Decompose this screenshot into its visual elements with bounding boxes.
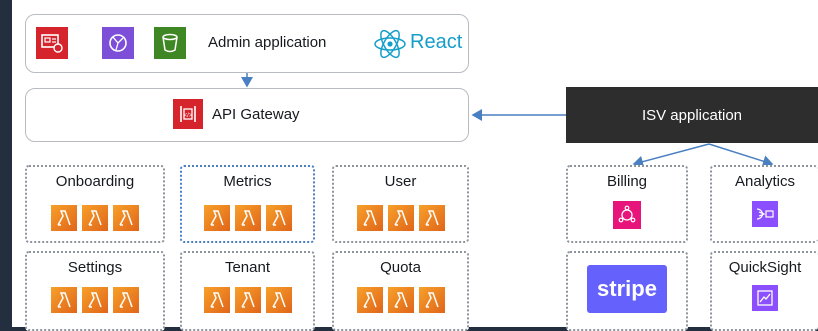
billing-module: Billing bbox=[566, 165, 688, 243]
lambda-icon bbox=[82, 287, 108, 313]
kinesis-icon bbox=[752, 201, 778, 227]
lambda-icon bbox=[51, 287, 77, 313]
isv-to-billing-arrow bbox=[632, 143, 710, 168]
admin-application-title: Admin application bbox=[208, 34, 327, 51]
isv-to-analytics-arrow bbox=[708, 143, 774, 167]
eventbridge-icon bbox=[613, 201, 641, 229]
stripe-label: stripe bbox=[597, 276, 657, 301]
bucket-icon bbox=[154, 27, 186, 59]
globe-icon bbox=[102, 27, 134, 59]
onboarding-module: Onboarding bbox=[25, 165, 165, 243]
onboarding-label: Onboarding bbox=[55, 173, 135, 190]
quicksight-label: QuickSight bbox=[728, 259, 802, 276]
svg-text:</>: </> bbox=[184, 113, 193, 119]
quicksight-icon bbox=[752, 285, 778, 311]
user-label: User bbox=[384, 173, 417, 190]
quicksight-module: QuickSight bbox=[710, 251, 818, 331]
lambda-icon bbox=[265, 205, 292, 231]
architecture-diagram: Admin application React </> API Gateway … bbox=[12, 0, 818, 331]
lambda-icon bbox=[387, 205, 414, 231]
lambda-icon bbox=[203, 205, 230, 231]
lambda-icon bbox=[82, 205, 108, 231]
lambda-icon bbox=[234, 205, 261, 231]
billing-label: Billing bbox=[606, 173, 648, 190]
lambda-icon bbox=[203, 287, 230, 313]
user-module: User bbox=[332, 165, 469, 243]
analytics-module: Analytics bbox=[710, 165, 818, 243]
metrics-label: Metrics bbox=[223, 173, 272, 190]
settings-label: Settings bbox=[67, 259, 123, 276]
stripe-module: stripe bbox=[566, 251, 688, 331]
admin-application-box: Admin application React bbox=[25, 14, 469, 73]
lambda-icon bbox=[113, 287, 139, 313]
lambda-icon bbox=[51, 205, 77, 231]
lambda-icon bbox=[418, 205, 445, 231]
stripe-logo: stripe bbox=[587, 265, 667, 313]
connectors bbox=[241, 73, 774, 168]
isv-application-box: ISV application bbox=[566, 87, 818, 143]
analytics-label: Analytics bbox=[734, 173, 796, 190]
isv-application-title: ISV application bbox=[641, 106, 743, 124]
tenant-module: Tenant bbox=[180, 251, 315, 331]
lambda-icon bbox=[387, 287, 414, 313]
quota-module: Quota bbox=[332, 251, 469, 331]
tenant-label: Tenant bbox=[224, 259, 271, 276]
lambda-icon bbox=[356, 287, 383, 313]
settings-module: Settings bbox=[25, 251, 165, 331]
lambda-icon bbox=[265, 287, 292, 313]
metrics-module: Metrics bbox=[180, 165, 315, 243]
lambda-icon bbox=[418, 287, 445, 313]
lambda-icon bbox=[356, 205, 383, 231]
quota-label: Quota bbox=[380, 259, 421, 276]
lambda-icon bbox=[234, 287, 261, 313]
react-icon bbox=[373, 28, 407, 60]
api-gateway-box: </> API Gateway bbox=[25, 88, 469, 142]
react-label: React bbox=[410, 31, 463, 53]
lambda-icon bbox=[113, 205, 139, 231]
api-gateway-title: API Gateway bbox=[212, 106, 300, 123]
dashboard-icon bbox=[36, 27, 68, 59]
api-gateway-icon: </> bbox=[173, 99, 203, 129]
